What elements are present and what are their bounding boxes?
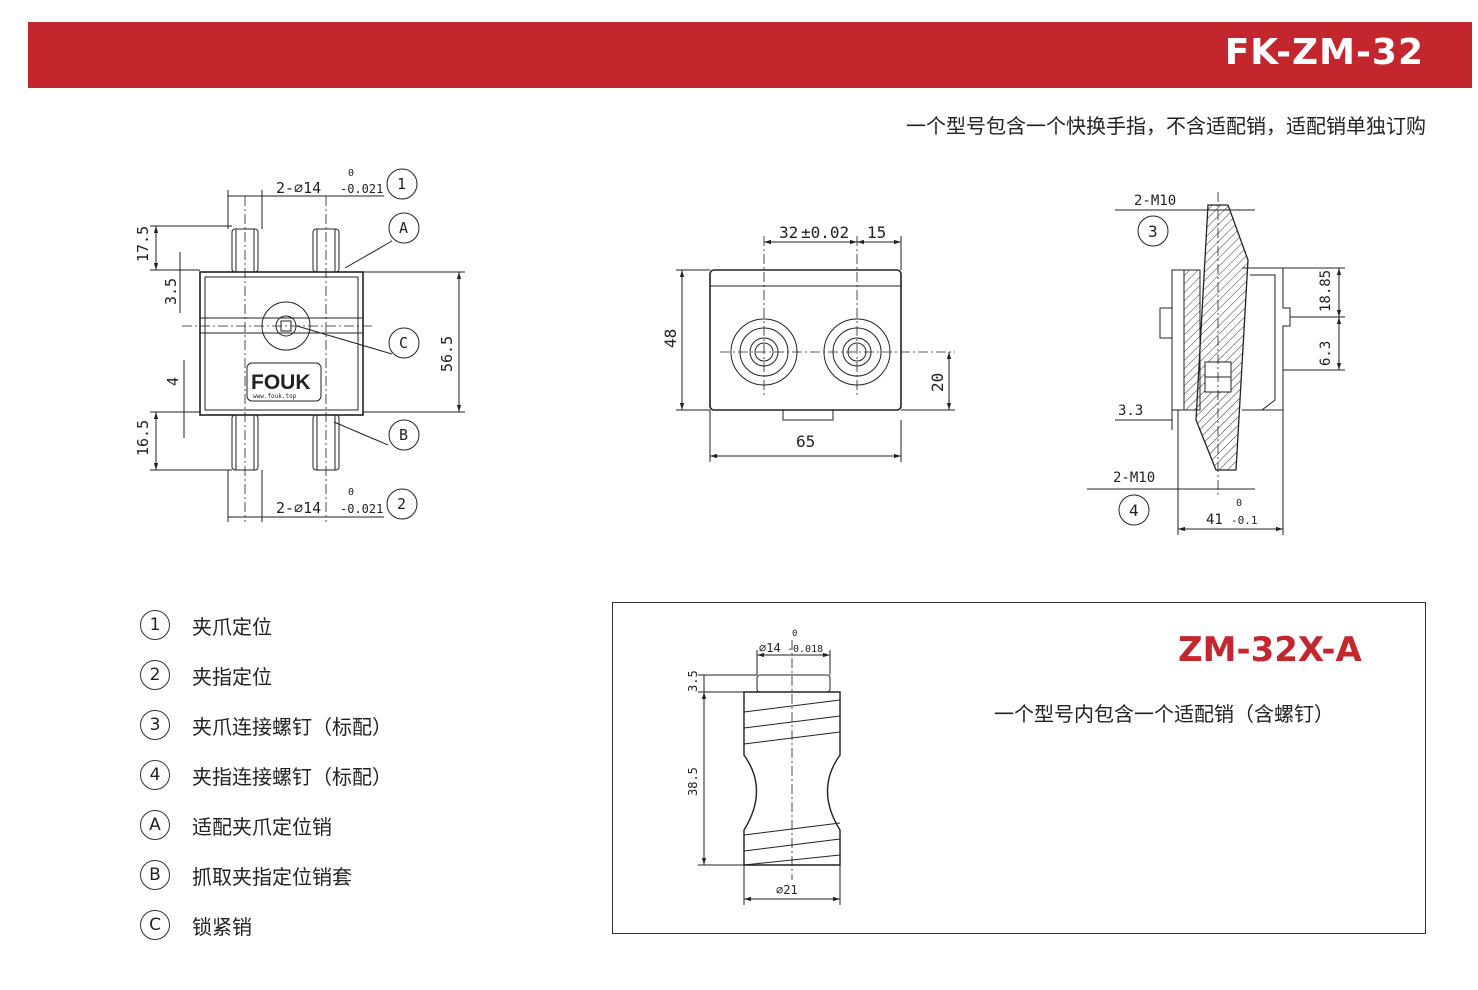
legend-mark: B: [140, 860, 170, 890]
callout-1: 1: [397, 175, 406, 193]
legend-mark: 1: [140, 610, 170, 640]
legend-list: 1 夹爪定位 2 夹指定位 3 夹爪连接螺钉（标配） 4 夹指连接螺钉（标配） …: [140, 600, 392, 950]
front-dim-4: 4: [164, 377, 182, 386]
accessory-box: [612, 602, 1426, 934]
callout-C: C: [399, 334, 408, 352]
section-dim-41-tol-upper: 0: [1236, 498, 1242, 509]
callout-4: 4: [1129, 501, 1139, 520]
pin-dim-14-tol-upper: 0: [792, 629, 797, 639]
front-dim-17-5: 17.5: [134, 226, 152, 262]
fouk-logo: FOUK: [251, 371, 311, 394]
front-view-drawing: [150, 168, 465, 522]
legend-item: 2 夹指定位: [140, 650, 392, 700]
front-tol-upper-top: 0: [348, 168, 354, 179]
front-dim-3-5: 3.5: [162, 278, 180, 305]
front-dim-bottom: 2-∅14: [276, 499, 321, 517]
legend-item: 4 夹指连接螺钉（标配）: [140, 750, 392, 800]
side-dim-65: 65: [796, 432, 815, 451]
callout-3: 3: [1148, 222, 1158, 241]
header-banner: FK-ZM-32: [28, 22, 1472, 88]
legend-mark: A: [140, 810, 170, 840]
fouk-logo-url: www.fouk.top: [253, 393, 297, 400]
legend-item: B 抓取夹指定位销套: [140, 850, 392, 900]
accessory-note: 一个型号内包含一个适配销（含螺钉）: [994, 702, 1334, 726]
side-dim-20: 20: [928, 373, 947, 392]
legend-mark: 4: [140, 760, 170, 790]
front-dim-56-5: 56.5: [438, 336, 456, 372]
order-note: 一个型号包含一个快换手指，不含适配销，适配销单独订购: [906, 114, 1426, 138]
legend-text: 抓取夹指定位销套: [192, 864, 352, 889]
section-dim-6-3: 6.3: [1318, 341, 1334, 366]
legend-mark: 3: [140, 710, 170, 740]
legend-text: 夹爪连接螺钉（标配）: [192, 714, 392, 739]
legend-item: 3 夹爪连接螺钉（标配）: [140, 700, 392, 750]
side-view-drawing: [676, 236, 955, 462]
front-tol-lower-bottom: -0.021: [340, 502, 383, 516]
front-tol-lower-top: -0.021: [340, 182, 383, 196]
pin-dim-3-5: 3.5: [686, 670, 700, 692]
side-dim-32-tol: ±0.02: [801, 223, 849, 242]
front-dim-top: 2-∅14: [276, 179, 321, 197]
side-dim-48: 48: [661, 329, 680, 348]
front-dim-16-5: 16.5: [134, 420, 152, 456]
legend-text: 夹指定位: [192, 664, 272, 689]
section-dim-41: 41: [1206, 512, 1223, 528]
section-m10-bottom: 2-M10: [1113, 470, 1155, 486]
legend-mark: C: [140, 910, 170, 940]
legend-text: 适配夹爪定位销: [192, 814, 332, 839]
accessory-pin-drawing: [698, 640, 841, 905]
model-title: FK-ZM-32: [1224, 32, 1424, 73]
legend-mark: 2: [140, 660, 170, 690]
legend-item: C 锁紧销: [140, 900, 392, 950]
front-tol-upper-bottom: 0: [348, 487, 354, 498]
pin-dim-21: ∅21: [776, 883, 798, 897]
legend-item: A 适配夹爪定位销: [140, 800, 392, 850]
legend-text: 锁紧销: [192, 914, 252, 939]
section-dim-41-tol-lower: -0.1: [1231, 514, 1258, 527]
callout-B: B: [399, 426, 408, 444]
legend-text: 夹指连接螺钉（标配）: [192, 764, 392, 789]
side-dim-32: 32: [779, 223, 798, 242]
section-m10-top: 2-M10: [1134, 193, 1176, 209]
pin-dim-14-tol-lower: -0.018: [787, 644, 823, 655]
pin-dim-38-5: 38.5: [686, 767, 700, 796]
pin-dim-14: ∅14: [759, 641, 781, 655]
legend-item: 1 夹爪定位: [140, 600, 392, 650]
section-view-drawing: [1087, 192, 1345, 535]
section-dim-3-3: 3.3: [1118, 403, 1143, 419]
legend-text: 夹爪定位: [192, 614, 272, 639]
accessory-title: ZM-32X-A: [1178, 630, 1362, 670]
callout-2: 2: [397, 495, 406, 513]
side-dim-15: 15: [867, 223, 886, 242]
section-dim-18-85: 18.85: [1318, 270, 1334, 312]
callout-A: A: [399, 219, 408, 237]
